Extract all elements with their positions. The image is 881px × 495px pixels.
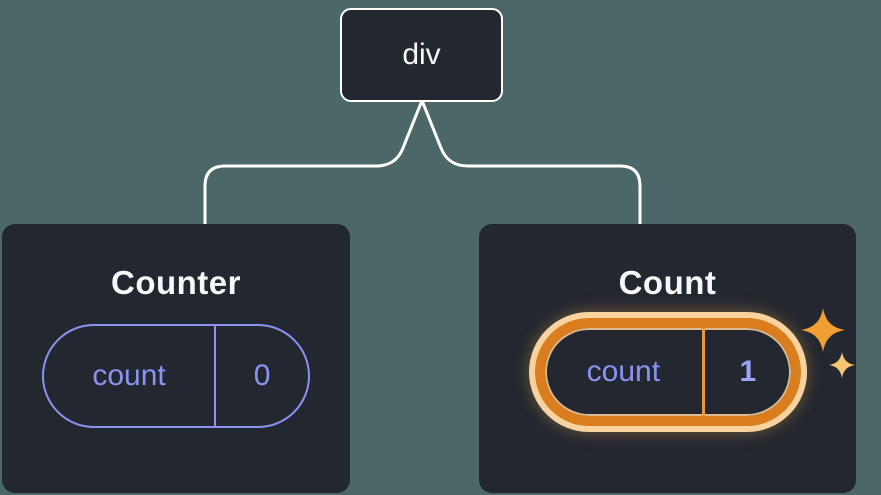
state-pill-divider: [214, 326, 217, 426]
state-pill-divider: [702, 328, 706, 416]
component-title: Count: [618, 264, 717, 301]
state-pill-highlighted: count 1: [534, 318, 801, 426]
state-value-label: 1: [739, 355, 757, 388]
state-key-label: count: [586, 355, 661, 388]
state-value-label: 0: [253, 359, 271, 392]
sparkle-icon: [801, 308, 855, 378]
connector-right: [421, 101, 642, 227]
state-key-label: count: [92, 359, 166, 392]
component-title: Counter: [111, 264, 241, 301]
root-node-label: div: [402, 38, 441, 71]
state-pill: count 0: [42, 324, 310, 428]
component-card-counter: Counter count 0: [2, 224, 350, 493]
root-node-div: div: [340, 8, 503, 102]
connector-left: [203, 101, 423, 227]
component-card-count: Count count 1: [479, 224, 856, 493]
